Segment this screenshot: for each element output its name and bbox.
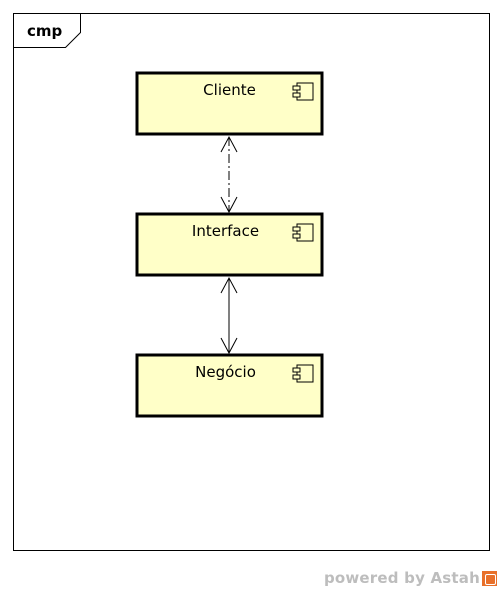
component-name-interface: Interface [191,222,260,240]
diagram-frame [13,13,490,551]
connector-cliente-interface[interactable] [220,135,238,214]
component-icon [292,223,314,242]
watermark-text: powered by Astah [323,569,480,587]
astah-logo-icon [482,571,497,586]
frame-label: cmp [27,22,63,40]
arrowhead-down [220,337,238,355]
component-icon [292,364,314,383]
arrowhead-down [220,196,238,214]
component-icon [292,82,314,101]
arrowhead-up [220,135,238,153]
component-interface[interactable] [135,212,324,277]
component-negocio[interactable] [135,353,324,418]
component-name-negocio: Negócio [195,363,256,381]
component-name-cliente: Cliente [203,81,256,99]
frame-tab [13,13,81,48]
component-cliente[interactable] [135,71,324,136]
arrowhead-up [220,276,238,294]
connector-interface-negocio[interactable] [220,276,238,355]
